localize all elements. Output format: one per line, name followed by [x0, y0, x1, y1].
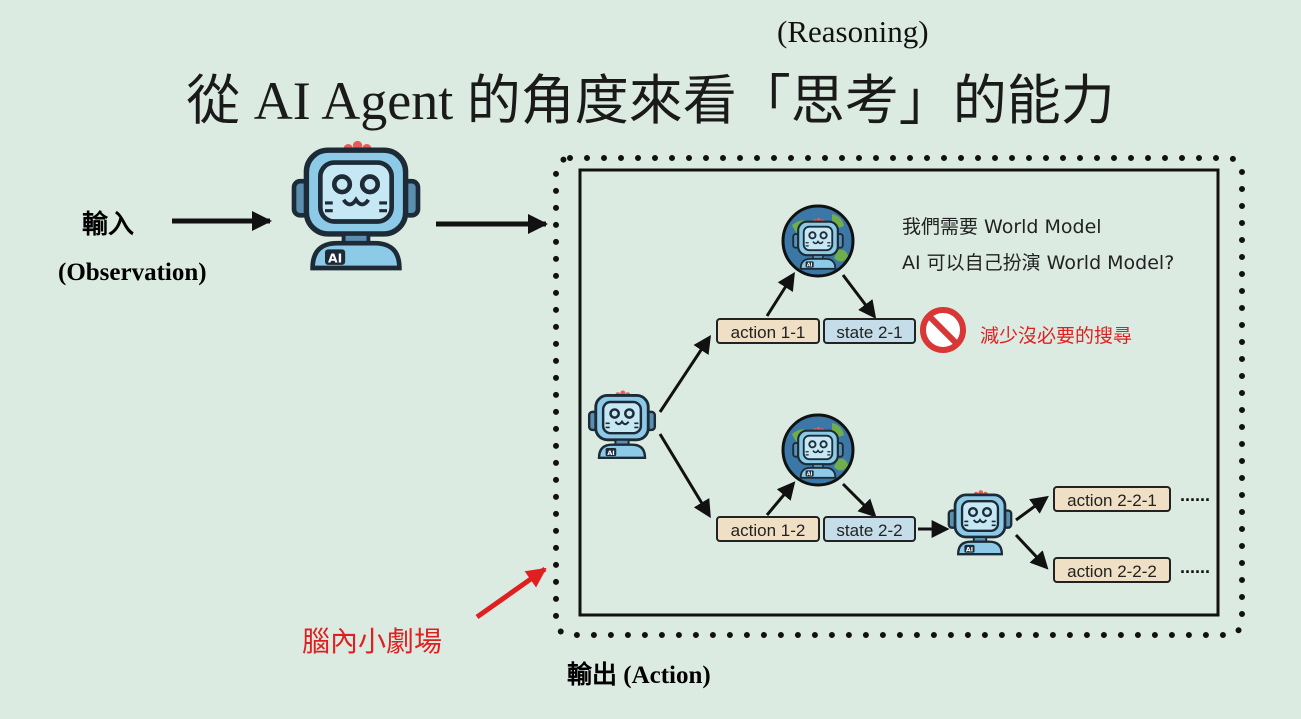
ellipsis: ......: [1180, 485, 1211, 505]
state-2-2-box: state 2-2: [823, 516, 916, 542]
reduce-search-label: 減少沒必要的搜尋: [980, 325, 1133, 347]
reasoning-label: (Reasoning): [777, 14, 929, 49]
output-label: 輸出 (Action): [567, 662, 711, 689]
dotted-boundary: [553, 155, 1245, 638]
robot-icon: [947, 488, 1013, 556]
robot-icon: [587, 389, 657, 460]
state-2-1-box: state 2-1: [823, 318, 916, 344]
robot-icon: [294, 141, 418, 268]
ellipsis: ......: [1180, 557, 1211, 577]
no-entry-icon: [920, 307, 966, 353]
pointer-arrow-icon: [475, 566, 547, 620]
input-label: 輸入: [82, 210, 135, 239]
observation-label: (Observation): [58, 259, 207, 286]
world-robot-icon: [781, 413, 855, 487]
action-2-2-1-box: action 2-2-1: [1053, 486, 1171, 512]
world-model-note: 我們需要 World Model: [902, 216, 1102, 238]
action-2-2-2-box: action 2-2-2: [1053, 557, 1171, 583]
world-robot-icon: [781, 204, 855, 278]
world-model-question: AI 可以自己扮演 World Model?: [902, 252, 1175, 274]
action-1-1-box: action 1-1: [716, 318, 820, 344]
action-1-2-box: action 1-2: [716, 516, 820, 542]
inner-frame: [578, 168, 1220, 617]
theater-label: 腦內小劇場: [302, 625, 443, 658]
slide-title: 從 AI Agent 的角度來看「思考」的能力: [186, 71, 1115, 131]
tree-arrows: [658, 271, 1049, 570]
